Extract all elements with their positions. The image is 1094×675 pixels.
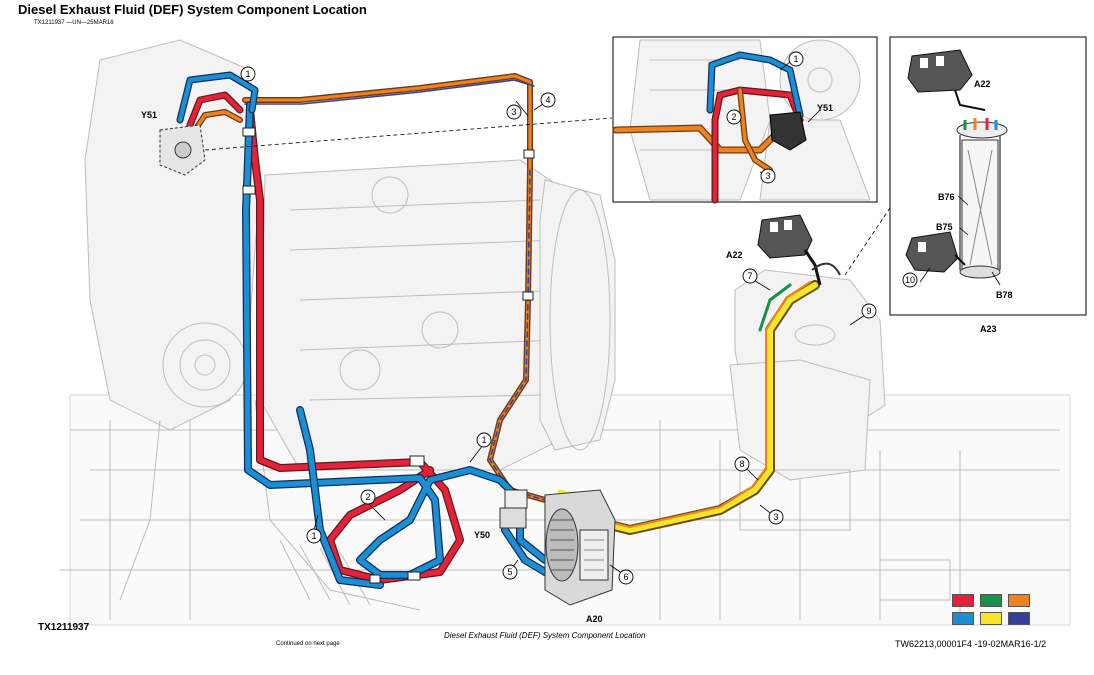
label-y51-main: Y51 [141, 110, 157, 120]
callout-1-inset: 1 [793, 54, 798, 64]
callout-3-top: 3 [511, 107, 516, 117]
callout-2-inset: 2 [731, 112, 736, 122]
figure-id: TX1211937 [38, 622, 90, 633]
component-labels: Y51 Y51 Y50 A20 A22 A22 A23 B76 B75 B78 [141, 79, 1013, 624]
legend-swatch [952, 612, 974, 625]
callout-4: 4 [545, 95, 550, 105]
label-b76: B76 [938, 192, 955, 202]
continued-note: Continued on next page [276, 641, 340, 647]
callout-3-tank: 3 [773, 512, 778, 522]
page-title: Diesel Exhaust Fluid (DEF) System Compon… [18, 2, 367, 17]
def-hoses [176, 71, 820, 589]
callout-9: 9 [866, 306, 871, 316]
legend-swatch [1008, 594, 1030, 607]
label-y50: Y50 [474, 530, 490, 540]
callout-7: 7 [747, 271, 752, 281]
label-b78: B78 [996, 290, 1013, 300]
callout-2-main: 2 [365, 492, 370, 502]
label-y51-inset: Y51 [817, 103, 833, 113]
label-b75: B75 [936, 222, 953, 232]
label-a22-inset: A22 [974, 79, 991, 89]
legend-swatch [952, 594, 974, 607]
inset-a23-detail [889, 36, 1087, 316]
callout-markers [240, 51, 918, 585]
label-a23: A23 [980, 324, 997, 334]
figure-caption: Diesel Exhaust Fluid (DEF) System Compon… [444, 631, 646, 640]
callout-6: 6 [623, 572, 628, 582]
label-a20: A20 [586, 614, 603, 624]
legend-swatch [980, 612, 1002, 625]
callout-10: 10 [905, 275, 915, 285]
hose-connectors [242, 127, 535, 584]
inset-y51-detail [612, 36, 878, 204]
callout-3-inset: 3 [765, 171, 770, 181]
callout-8: 8 [739, 459, 744, 469]
figure-subcode: TX1211937 —UN—25MAR16 [34, 20, 114, 26]
legend-swatch [1008, 612, 1030, 625]
label-a22-main: A22 [726, 250, 743, 260]
legend-swatch [980, 594, 1002, 607]
callout-1-low: 1 [311, 531, 316, 541]
callout-numbers: 1 3 4 1 2 1 5 6 7 8 3 9 1 2 3 10 [245, 54, 915, 582]
callout-5: 5 [507, 567, 512, 577]
document-reference: TW62213,00001F4 -19-02MAR16-1/2 [895, 639, 1047, 649]
a20-pump-module [499, 489, 616, 606]
a22-sensor-connector [757, 214, 841, 286]
y51-doser [159, 124, 206, 176]
callout-1-mid: 1 [481, 435, 486, 445]
callout-1-top: 1 [245, 69, 250, 79]
